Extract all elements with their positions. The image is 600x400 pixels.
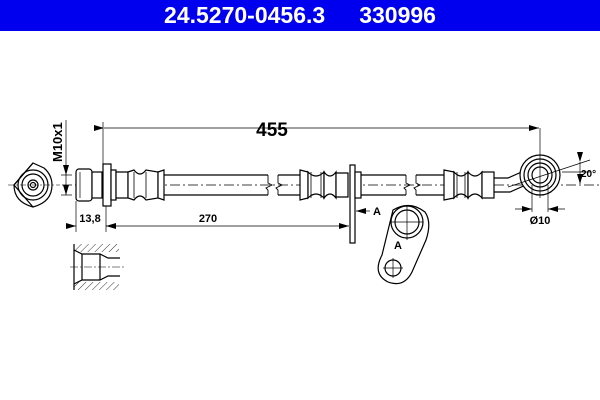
thread-dimension <box>61 120 72 196</box>
right-crimp <box>443 169 495 201</box>
left-fitting <box>75 163 165 207</box>
angle-label: 20° <box>581 169 596 180</box>
eye-diameter-label: Ø10 <box>530 215 551 227</box>
section-view-label: A <box>394 240 402 252</box>
title-bar: 24.5270-0456.3 330996 <box>0 0 600 31</box>
threaded-port-section <box>70 244 124 290</box>
bracket-section-view <box>377 204 430 285</box>
reference-number: 330996 <box>359 2 436 28</box>
fitting-length-label: 13,8 <box>79 213 100 225</box>
part-number: 24.5270-0456.3 <box>164 2 326 28</box>
banjo-eye <box>507 128 591 198</box>
overall-length-label: 455 <box>256 120 288 141</box>
middle-crimp-bracket <box>299 164 362 244</box>
bracket-position-label: 270 <box>199 213 217 225</box>
end-view-fitting <box>8 162 60 208</box>
section-arrow-label: A <box>373 206 381 218</box>
thread-label: M10x1 <box>50 122 65 162</box>
